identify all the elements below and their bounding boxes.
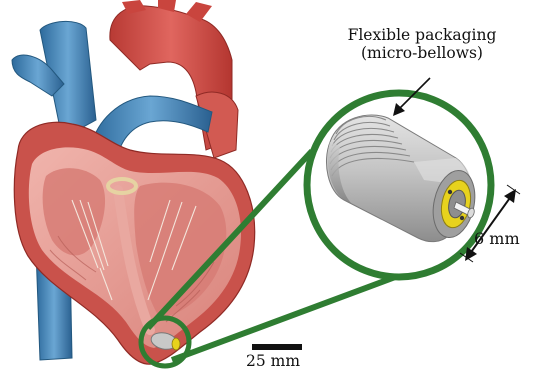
scale-bar <box>252 344 302 350</box>
diameter-label: 6 mm <box>474 229 520 248</box>
packaging-label-line1: Flexible packaging <box>336 26 508 44</box>
packaging-label-line2: (micro-bellows) <box>336 44 508 62</box>
heart-illustration <box>12 0 255 364</box>
scale-bar-label: 25 mm <box>246 352 300 370</box>
packaging-label: Flexible packaging (micro-bellows) <box>336 26 508 62</box>
